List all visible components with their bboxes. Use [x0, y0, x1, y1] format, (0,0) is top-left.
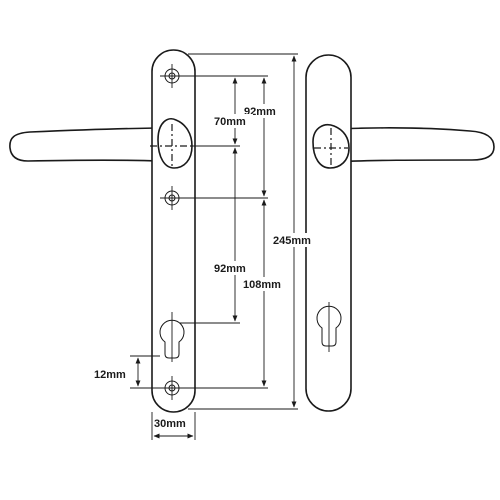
- label-92mm-bottom: 92mm: [214, 263, 246, 275]
- extension-lines: [130, 53, 298, 440]
- left-handle: [9, 49, 196, 413]
- dimension-lines: [135, 55, 297, 439]
- label-70mm: 70mm: [214, 116, 246, 128]
- bottom-screw-hole-icon: [160, 376, 184, 400]
- right-cylinder-cutout-icon: [316, 302, 342, 352]
- middle-screw-hole-icon: [160, 186, 184, 210]
- right-lever-arm: [318, 127, 495, 163]
- left-lever-arm: [9, 127, 174, 162]
- label-12mm: 12mm: [94, 369, 126, 381]
- label-245mm: 245mm: [273, 235, 311, 247]
- label-108mm: 108mm: [243, 279, 281, 291]
- left-cylinder-cutout-icon: [159, 312, 185, 362]
- right-handle: [305, 54, 495, 412]
- dimension-labels: 92mm 70mm 245mm 92mm 108mm 12mm 30mm: [94, 104, 316, 430]
- label-30mm: 30mm: [154, 418, 186, 430]
